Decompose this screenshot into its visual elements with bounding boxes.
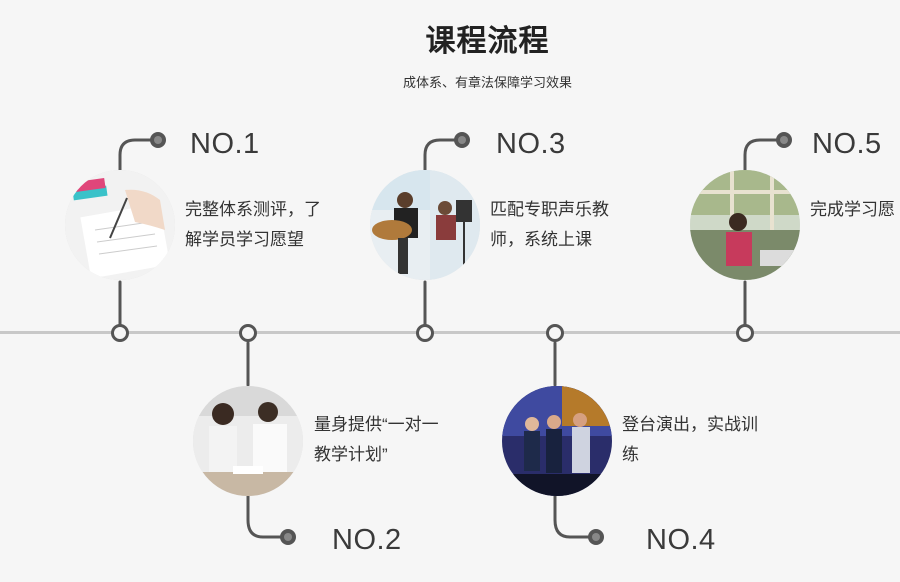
step-1-description: 完整体系测评，了 解学员学习愿望 (185, 195, 345, 255)
timeline-node-3 (416, 324, 434, 342)
timeline-axis (0, 331, 900, 334)
timeline-node-4 (546, 324, 564, 342)
writing-on-paper-photo (65, 170, 175, 280)
step-3-text-line-2: 师，系统上课 (490, 230, 592, 249)
step-4-text-line-1: 登台演出，实战训 (622, 415, 758, 434)
timeline-node-1 (111, 324, 129, 342)
step-4-text-line-2: 练 (622, 445, 639, 464)
step-1-text-line-2: 解学员学习愿望 (185, 230, 304, 249)
step-5-marker-dot (776, 132, 792, 148)
step-1-text-line-1: 完整体系测评，了 (185, 200, 321, 219)
step-3-text-line-1: 匹配专职声乐教 (490, 200, 609, 219)
step-1-number: NO.1 (190, 128, 260, 160)
page-title: 课程流程 (425, 25, 550, 58)
step-5-number: NO.5 (812, 128, 882, 160)
step-2-text-line-2: 教学计划” (314, 445, 388, 464)
step-2-text-line-1: 量身提供“一对一 (314, 415, 439, 434)
step-2-number: NO.2 (332, 524, 402, 556)
singing-student-photo (690, 170, 800, 280)
step-4-marker-dot (588, 529, 604, 545)
step-2-description: 量身提供“一对一 教学计划” (314, 410, 474, 470)
step-4-number: NO.4 (646, 524, 716, 556)
guitar-lesson-photo (370, 170, 480, 280)
teacher-student-photo (193, 386, 303, 496)
step-4-description: 登台演出，实战训 练 (622, 410, 782, 470)
step-3-marker-dot (454, 132, 470, 148)
page-subtitle: 成体系、有章法保障学习效果 (402, 75, 572, 90)
step-3-description: 匹配专职声乐教 师，系统上课 (490, 195, 650, 255)
step-3-number: NO.3 (496, 128, 566, 160)
step-1-marker-dot (150, 132, 166, 148)
step-5-description: 完成学习愿 (810, 195, 900, 225)
timeline-node-5 (736, 324, 754, 342)
timeline-node-2 (239, 324, 257, 342)
stage-performance-photo (502, 386, 612, 496)
step-2-marker-dot (280, 529, 296, 545)
step-5-text-line-1: 完成学习愿 (810, 200, 895, 219)
